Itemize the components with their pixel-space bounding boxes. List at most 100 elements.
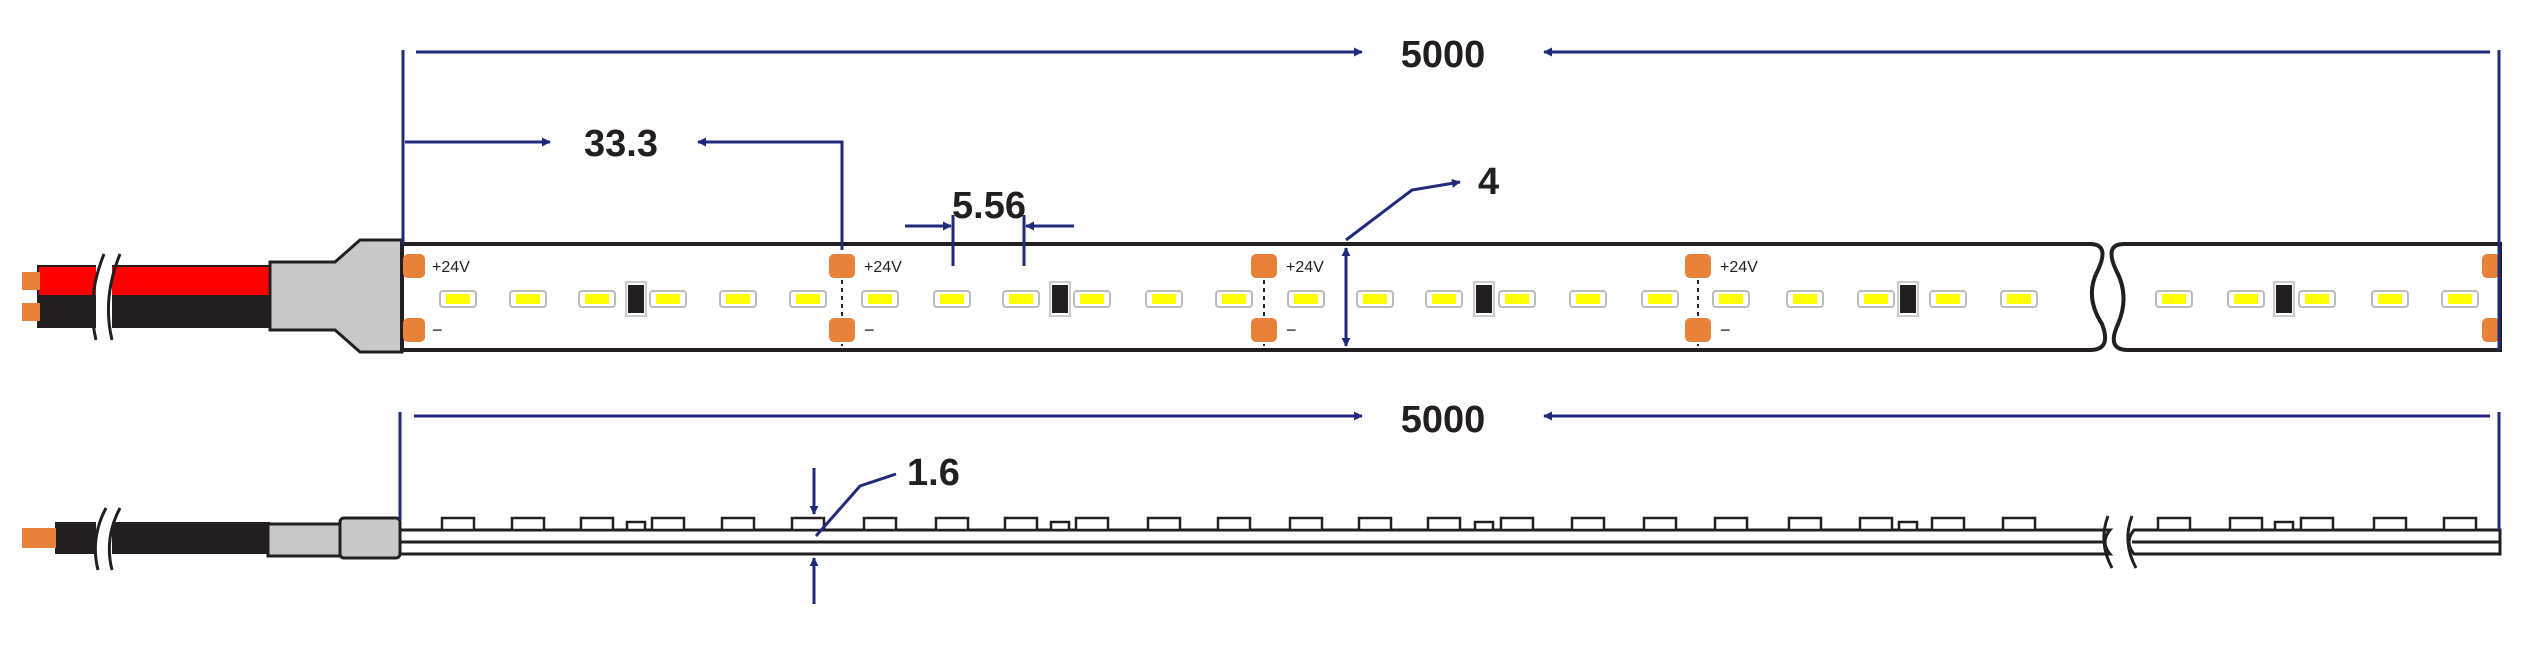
solder-pad-positive (829, 254, 855, 278)
led-emitter (2162, 294, 2186, 304)
led-profile (720, 516, 756, 532)
top-view: +24V−+24V−+24V−+24V− (22, 238, 2502, 354)
led-profile (1003, 516, 1039, 532)
side-wire-tip (22, 528, 56, 548)
width-label: 4 (1478, 161, 1499, 203)
led-profile (650, 516, 686, 532)
led-emitter (2378, 294, 2402, 304)
red-wire (37, 265, 271, 297)
led-emitter (1936, 294, 1960, 304)
resistor-profile (1897, 520, 1919, 532)
side-view (22, 507, 2502, 571)
solder-pad-negative (1685, 318, 1711, 342)
segment-arrow-right (697, 137, 844, 250)
led-profile (1499, 516, 1535, 532)
top-dimensions: 5000 33.3 5.56 4 (401, 34, 2501, 350)
solder-pad-positive (403, 254, 425, 278)
led-profile (1787, 516, 1823, 532)
resistor-profile (1473, 520, 1495, 532)
segment-length-label: 33.3 (584, 123, 658, 165)
led-emitter (796, 294, 820, 304)
led-profile (1146, 516, 1182, 532)
solder-pad-negative (2482, 318, 2500, 342)
pad-label-positive: +24V (432, 259, 470, 276)
wire-break-line-right (106, 253, 122, 341)
led-profile (1288, 516, 1324, 532)
resistor-profile (1049, 520, 1071, 532)
side-components (440, 516, 2478, 532)
led-emitter (1080, 294, 1104, 304)
power-wires (22, 253, 271, 341)
led-emitter (1719, 294, 1743, 304)
thickness-leader (814, 472, 897, 537)
led-emitter (1505, 294, 1529, 304)
led-emitter (446, 294, 470, 304)
resistor (628, 285, 644, 313)
red-wire-tip (22, 272, 40, 290)
side-wire (55, 522, 270, 554)
led-profile (1858, 516, 1894, 532)
strip-body-left (400, 242, 2107, 352)
led-emitter (656, 294, 680, 304)
led-emitter (1648, 294, 1672, 304)
pad-label-negative: − (432, 320, 443, 340)
solder-pad-positive (2482, 254, 2500, 278)
led-profile (1357, 516, 1393, 532)
led-emitter (1222, 294, 1246, 304)
led-profile (934, 516, 970, 532)
resistor (1900, 285, 1916, 313)
led-profile (1930, 516, 1966, 532)
led-emitter (726, 294, 750, 304)
side-wire-break-left (93, 507, 108, 571)
led-emitter (868, 294, 892, 304)
solder-pad-negative (403, 318, 425, 342)
thickness-label: 1.6 (907, 452, 960, 494)
led-profile (2156, 516, 2192, 532)
resistor-profile (625, 520, 647, 532)
wire-break-line-left (90, 253, 106, 341)
black-wire-tip (22, 303, 40, 321)
pad-label-positive: +24V (864, 259, 902, 276)
pad-label-negative: − (864, 320, 875, 340)
led-profile (862, 516, 898, 532)
solder-pad-positive (1685, 254, 1711, 278)
pad-label-negative: − (1720, 320, 1731, 340)
end-cap (268, 238, 404, 354)
led-emitter (1432, 294, 1456, 304)
solder-pad-negative (1251, 318, 1277, 342)
side-break-right (2126, 515, 2138, 569)
led-emitter (1294, 294, 1318, 304)
led-emitter (2448, 294, 2472, 304)
led-profile (1570, 516, 1606, 532)
led-emitter (585, 294, 609, 304)
side-length-label: 5000 (1401, 399, 1486, 441)
led-profile (2001, 516, 2037, 532)
solder-pad-positive (1251, 254, 1277, 278)
side-end-cap (338, 516, 402, 560)
led-emitter (1009, 294, 1033, 304)
resistor-profile (2273, 520, 2295, 532)
length-label: 5000 (1401, 34, 1486, 76)
led-profile (510, 516, 546, 532)
led-profile (1713, 516, 1749, 532)
led-emitter (1864, 294, 1888, 304)
led-profile (440, 516, 476, 532)
led-profile (790, 516, 826, 532)
solder-pad-negative (829, 318, 855, 342)
led-profile (2299, 516, 2335, 532)
led-profile (1642, 516, 1678, 532)
led-emitter (940, 294, 964, 304)
led-emitter (2305, 294, 2329, 304)
led-emitter (1576, 294, 1600, 304)
resistor (1052, 285, 1068, 313)
pad-label-positive: +24V (1720, 259, 1758, 276)
led-profile (2372, 516, 2408, 532)
side-break-left (2102, 515, 2114, 569)
led-profile (2442, 516, 2478, 532)
led-profile (1426, 516, 1462, 532)
led-emitter (2007, 294, 2031, 304)
resistor (1476, 285, 1492, 313)
led-emitter (2234, 294, 2258, 304)
black-wire (37, 296, 271, 328)
